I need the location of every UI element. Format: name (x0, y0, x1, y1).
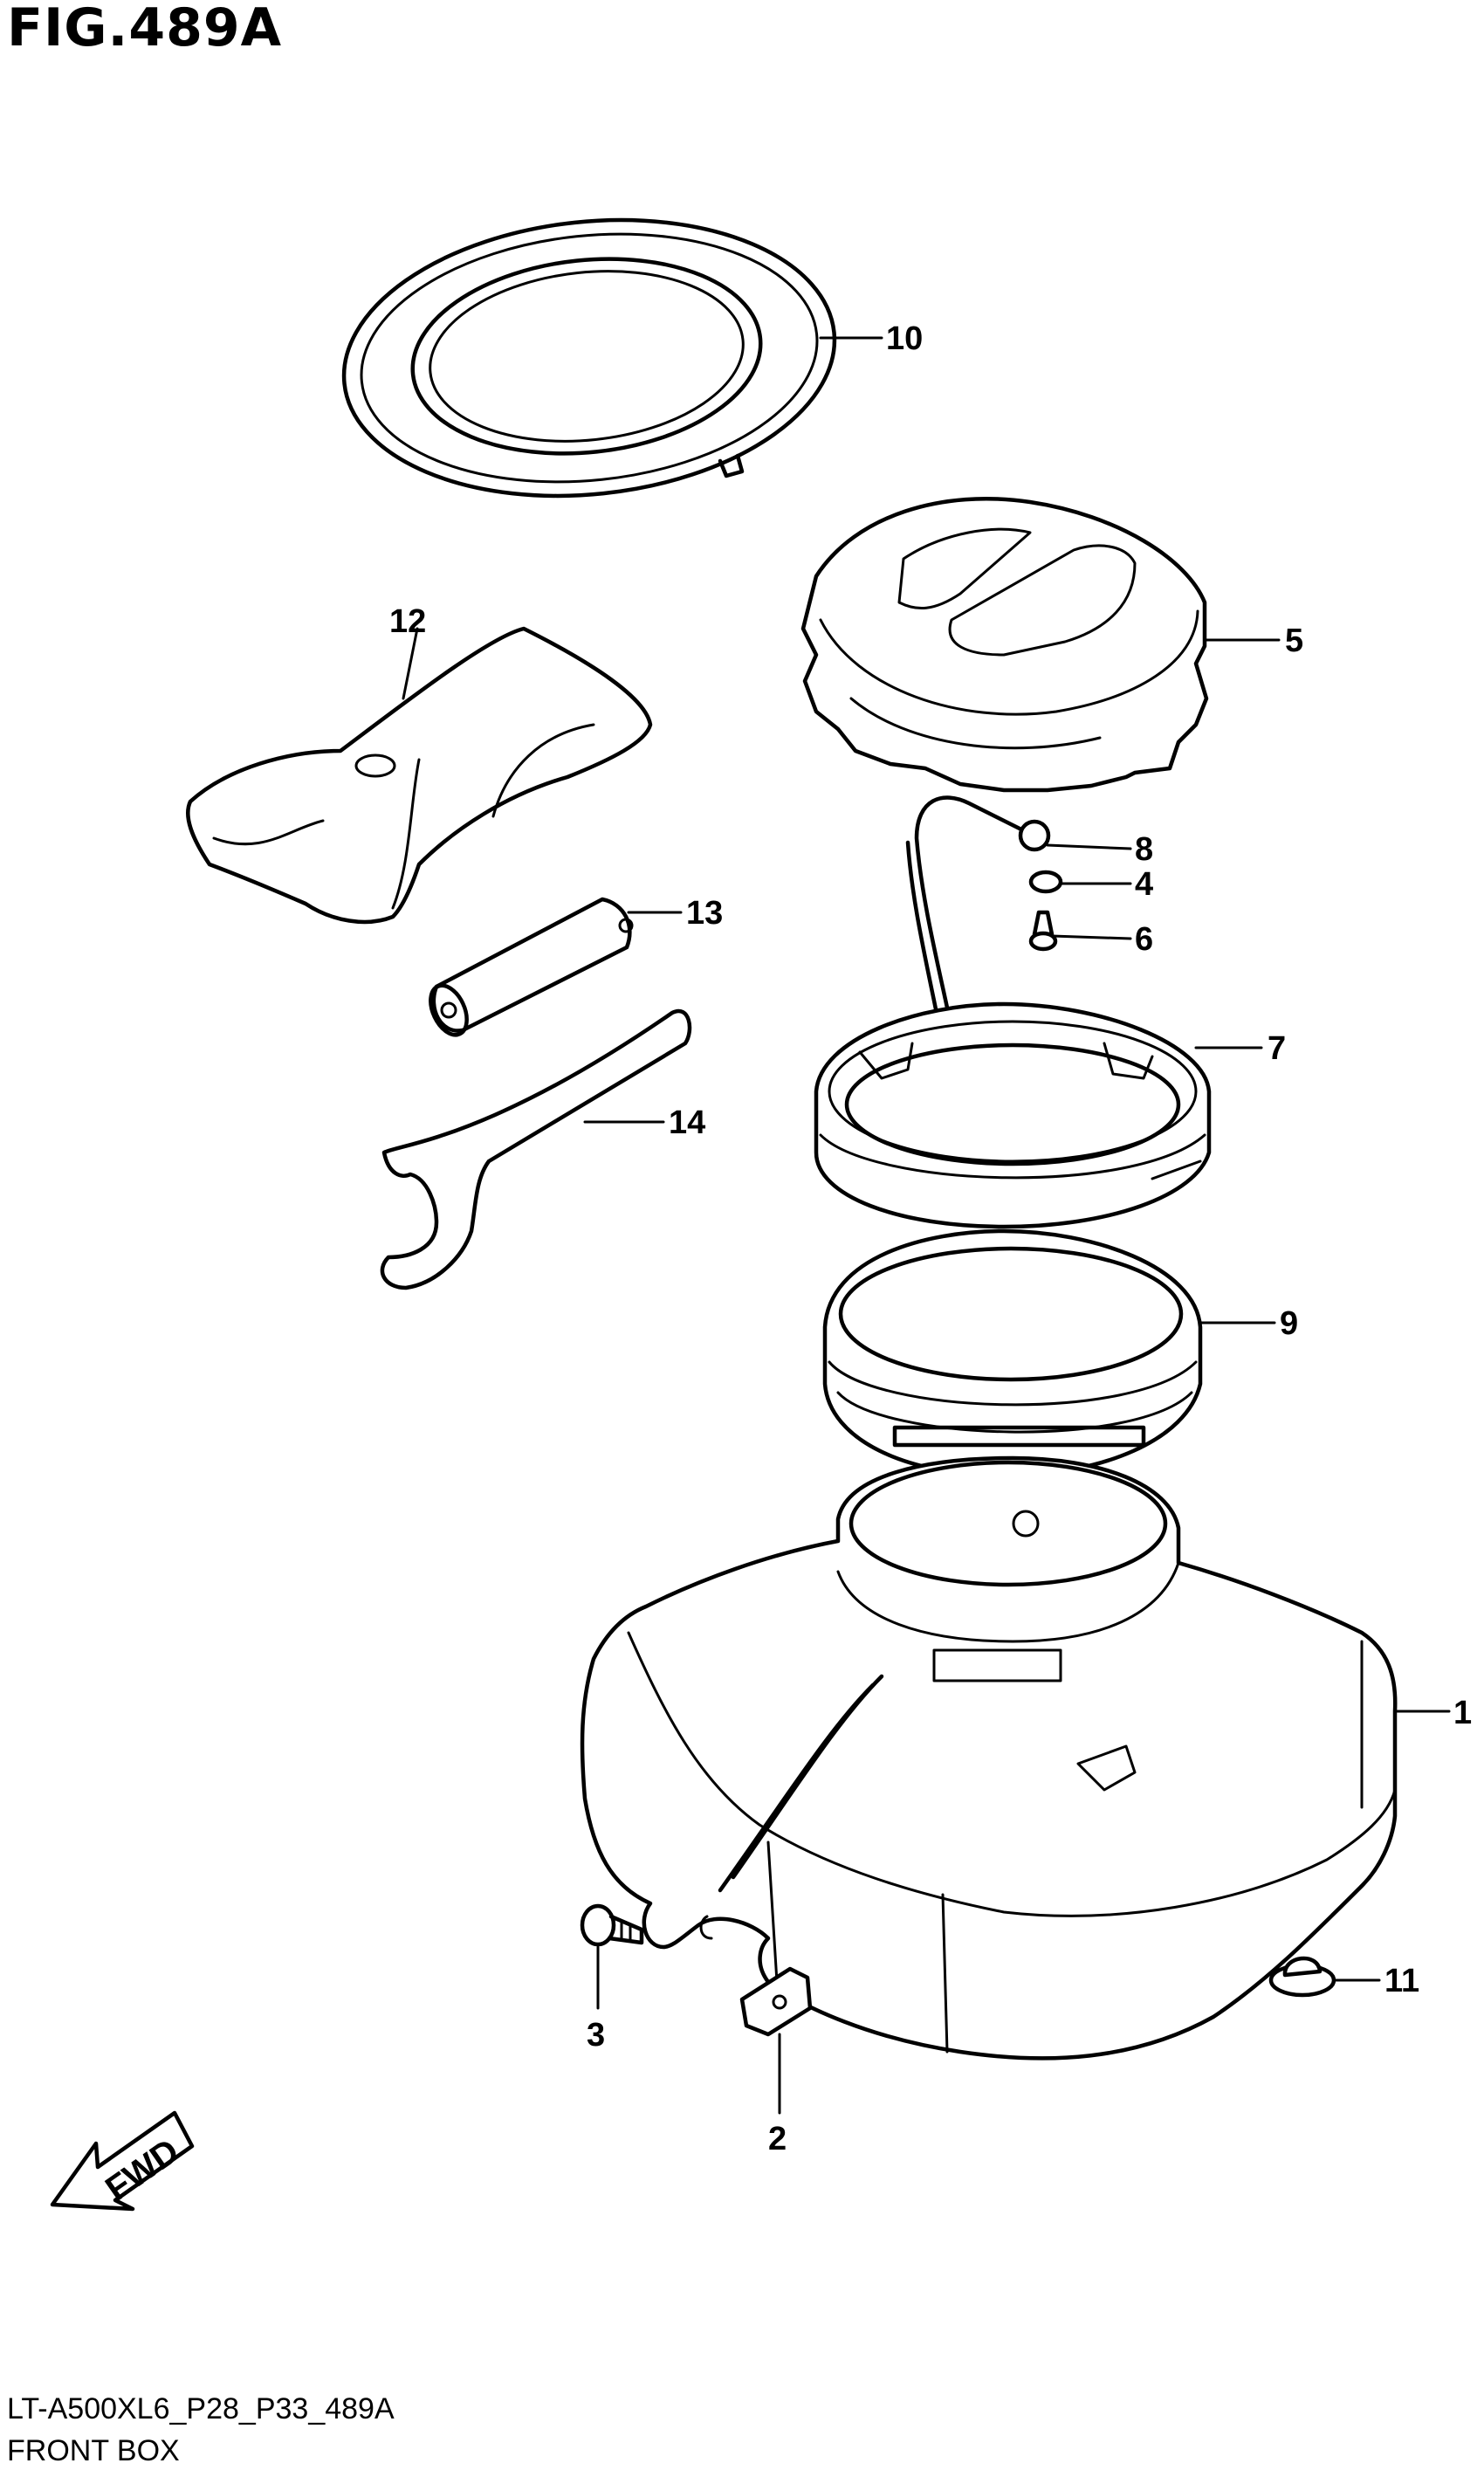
callout-1: 1 (1453, 1695, 1472, 1731)
callout-13: 13 (686, 895, 723, 932)
figure-name: FRONT BOX (7, 2434, 180, 2467)
leader-lines (402, 336, 1451, 2115)
part-spanner-wrench (380, 1008, 692, 1290)
part-roll (429, 897, 634, 1037)
part-grommet (1268, 1956, 1336, 1998)
callout-5: 5 (1285, 623, 1303, 659)
part-cap-holder-ring (814, 1001, 1212, 1229)
part-seal-ring (822, 1228, 1203, 1478)
part-tool-pouch (186, 626, 653, 925)
figure-code: LT-A500XL6_P28_P33_489A (7, 2392, 395, 2425)
callout-3: 3 (587, 2017, 605, 2054)
callout-12: 12 (389, 603, 426, 640)
callout-8: 8 (1135, 831, 1153, 868)
callout-10: 10 (886, 320, 923, 357)
part-gasket-ring (341, 217, 837, 499)
callout-2: 2 (768, 2121, 787, 2157)
callout-14: 14 (669, 1104, 705, 1141)
part-washer (1028, 870, 1063, 894)
figure-title: FIG.489A (7, 0, 283, 58)
part-tapping-screw (1028, 910, 1058, 952)
callout-11: 11 (1384, 1963, 1419, 1999)
callout-9: 9 (1280, 1305, 1298, 1342)
callout-labels: 1 2 3 4 5 6 7 8 9 10 11 12 13 14 (389, 320, 1472, 2157)
part-front-box (580, 1455, 1398, 2061)
callout-4: 4 (1135, 866, 1153, 903)
fwd-arrow-icon: FWD (50, 2110, 195, 2212)
part-clip-nut (739, 1966, 813, 2037)
callout-6: 6 (1135, 921, 1153, 958)
part-bolt (580, 1903, 644, 1947)
callout-7: 7 (1268, 1030, 1286, 1067)
part-box-cap (800, 496, 1209, 793)
